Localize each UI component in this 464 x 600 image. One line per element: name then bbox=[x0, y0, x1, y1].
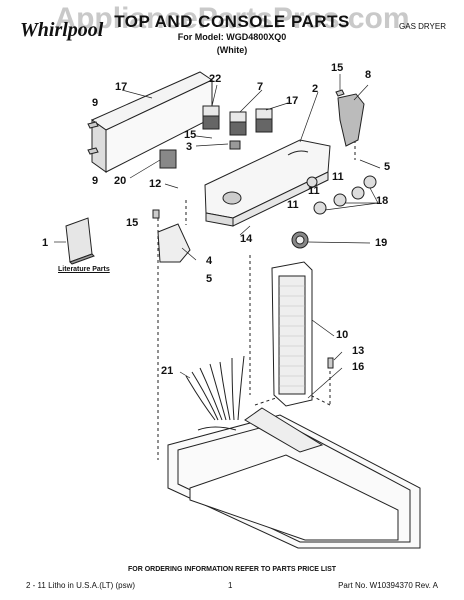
callout-13: 13 bbox=[352, 345, 365, 357]
callout-7: 7 bbox=[257, 81, 264, 93]
callout-8: 8 bbox=[365, 69, 372, 81]
rear-panel bbox=[90, 71, 214, 173]
callout-6: 17 bbox=[115, 81, 128, 93]
console-panel bbox=[204, 139, 331, 227]
leader-lines bbox=[54, 74, 381, 399]
callout-22: 22 bbox=[209, 73, 222, 85]
part-number: Part No. W10394370 Rev. A bbox=[338, 581, 438, 590]
lint-screen bbox=[271, 261, 313, 407]
brand-logo: Whirlpool bbox=[20, 19, 104, 41]
callout-11c: 11 bbox=[287, 199, 299, 211]
knobs bbox=[291, 175, 377, 249]
callout-17: 17 bbox=[286, 95, 299, 107]
callout-9a: 9 bbox=[92, 97, 99, 109]
model-number: For Model: WGD4800XQ0 bbox=[177, 32, 287, 42]
literature-booklet bbox=[65, 217, 95, 265]
page-title: TOP AND CONSOLE PARTS bbox=[114, 12, 350, 31]
product-type: GAS DRYER bbox=[399, 22, 446, 31]
callout-12: 12 bbox=[149, 178, 162, 190]
callout-1: 1 bbox=[42, 237, 49, 249]
model-color: (White) bbox=[216, 45, 248, 55]
callout-14: 14 bbox=[240, 233, 253, 245]
end-cap bbox=[337, 93, 365, 147]
watermark: AppliancePartsPros.com bbox=[54, 2, 410, 35]
callout-11b: 11 bbox=[308, 185, 320, 197]
literature-parts-label: Literature Parts bbox=[58, 266, 110, 273]
callout-3: 3 bbox=[186, 141, 193, 153]
callout-5a: 5 bbox=[384, 161, 391, 173]
callout-16: 16 bbox=[352, 361, 365, 373]
cabinet-top bbox=[167, 389, 421, 549]
callout-18: 18 bbox=[376, 195, 389, 207]
callout-15a: 15 bbox=[331, 62, 344, 74]
callout-2: 2 bbox=[312, 83, 319, 95]
control-switches bbox=[159, 105, 273, 169]
screw-icons bbox=[87, 89, 345, 369]
callout-15b: 15 bbox=[184, 129, 197, 141]
ordering-note: FOR ORDERING INFORMATION REFER TO PARTS … bbox=[127, 566, 337, 573]
page-number: 1 bbox=[228, 581, 233, 590]
callout-5b: 5 bbox=[206, 273, 213, 285]
wire-harness bbox=[185, 355, 245, 431]
callout-4: 4 bbox=[206, 255, 213, 267]
callout-20: 20 bbox=[114, 175, 127, 187]
callout-21: 21 bbox=[161, 365, 174, 377]
litho-note: 2 - 11 Litho in U.S.A.(LT) (psw) bbox=[26, 581, 136, 590]
callout-10: 10 bbox=[336, 329, 349, 341]
callout-9b: 9 bbox=[92, 175, 99, 187]
callout-19: 19 bbox=[375, 237, 388, 249]
guide-lines bbox=[157, 140, 356, 460]
bracket bbox=[157, 223, 191, 263]
callout-15c: 15 bbox=[126, 217, 139, 229]
callout-11a: 11 bbox=[332, 171, 344, 183]
